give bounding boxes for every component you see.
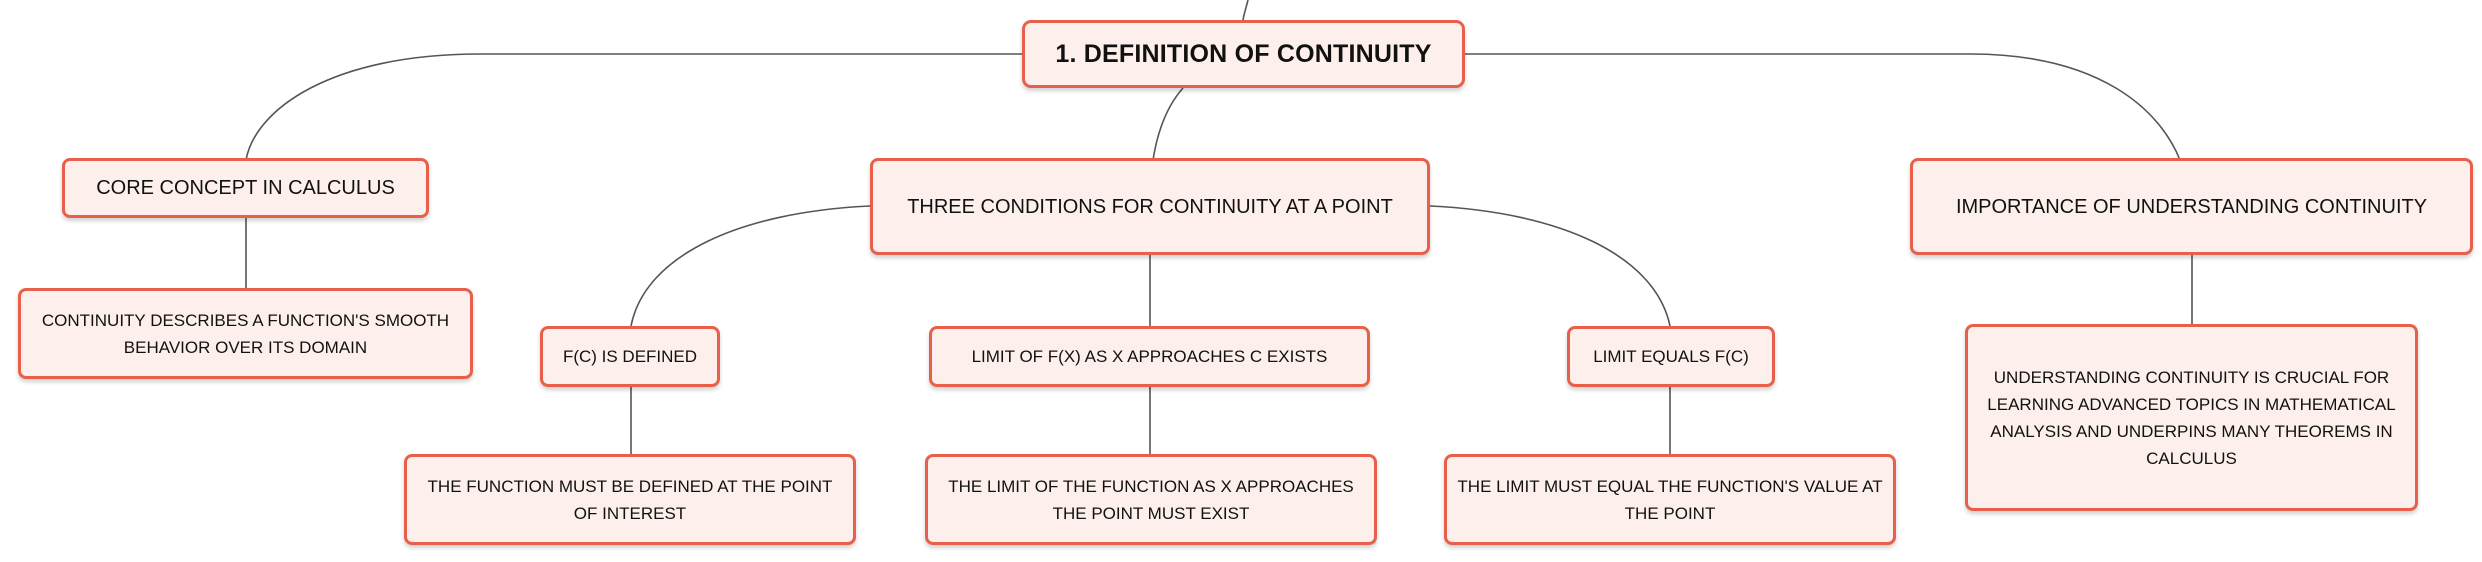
condition-limit-equals-label: LIMIT EQUALS F(C) xyxy=(1593,346,1749,366)
core-concept-detail-text: CONTINUITY DESCRIBES A FUNCTION'S SMOOTH… xyxy=(41,310,450,357)
condition-limit-exists-detail-node[interactable]: THE LIMIT OF THE FUNCTION AS X APPROACHE… xyxy=(925,454,1377,545)
core-concept-detail-node[interactable]: CONTINUITY DESCRIBES A FUNCTION'S SMOOTH… xyxy=(18,288,473,379)
condition-defined-detail-text: THE FUNCTION MUST BE DEFINED AT THE POIN… xyxy=(427,476,833,523)
importance-label: IMPORTANCE OF UNDERSTANDING CONTINUITY xyxy=(1955,195,2428,218)
root-topic-node[interactable]: 1. DEFINITION OF CONTINUITY xyxy=(1022,20,1465,88)
core-concept-label: CORE CONCEPT IN CALCULUS xyxy=(96,177,395,199)
three-conditions-node[interactable]: THREE CONDITIONS FOR CONTINUITY AT A POI… xyxy=(870,158,1430,255)
connector-conditions-to-equals xyxy=(1429,205,1671,327)
root-topic-label: 1. DEFINITION OF CONTINUITY xyxy=(1055,39,1432,68)
connector-root-to-importance xyxy=(1465,53,2181,161)
importance-node[interactable]: IMPORTANCE OF UNDERSTANDING CONTINUITY xyxy=(1910,158,2473,255)
condition-defined-detail-node[interactable]: THE FUNCTION MUST BE DEFINED AT THE POIN… xyxy=(404,454,856,545)
condition-limit-equals-detail-text: THE LIMIT MUST EQUAL THE FUNCTION'S VALU… xyxy=(1457,476,1883,523)
core-concept-node[interactable]: CORE CONCEPT IN CALCULUS xyxy=(62,158,429,218)
connector-root-to-core xyxy=(245,53,1022,161)
condition-limit-exists-label: LIMIT OF F(X) AS X APPROACHES C EXISTS xyxy=(971,346,1328,366)
condition-limit-exists-detail-text: THE LIMIT OF THE FUNCTION AS X APPROACHE… xyxy=(948,476,1354,523)
condition-limit-equals-node[interactable]: LIMIT EQUALS F(C) xyxy=(1567,326,1775,387)
connector-conditions-to-defined xyxy=(630,205,871,327)
importance-detail-node[interactable]: UNDERSTANDING CONTINUITY IS CRUCIAL FOR … xyxy=(1965,324,2418,511)
importance-detail-text: UNDERSTANDING CONTINUITY IS CRUCIAL FOR … xyxy=(1987,367,2396,468)
condition-defined-node[interactable]: F(C) IS DEFINED xyxy=(540,326,720,387)
condition-defined-label: F(C) IS DEFINED xyxy=(562,346,698,366)
condition-limit-exists-node[interactable]: LIMIT OF F(X) AS X APPROACHES C EXISTS xyxy=(929,326,1370,387)
connector-root-to-conditions xyxy=(1152,87,1184,161)
connector-parent-to-root xyxy=(1242,0,1249,21)
three-conditions-label: THREE CONDITIONS FOR CONTINUITY AT A POI… xyxy=(907,195,1393,218)
condition-limit-equals-detail-node[interactable]: THE LIMIT MUST EQUAL THE FUNCTION'S VALU… xyxy=(1444,454,1896,545)
